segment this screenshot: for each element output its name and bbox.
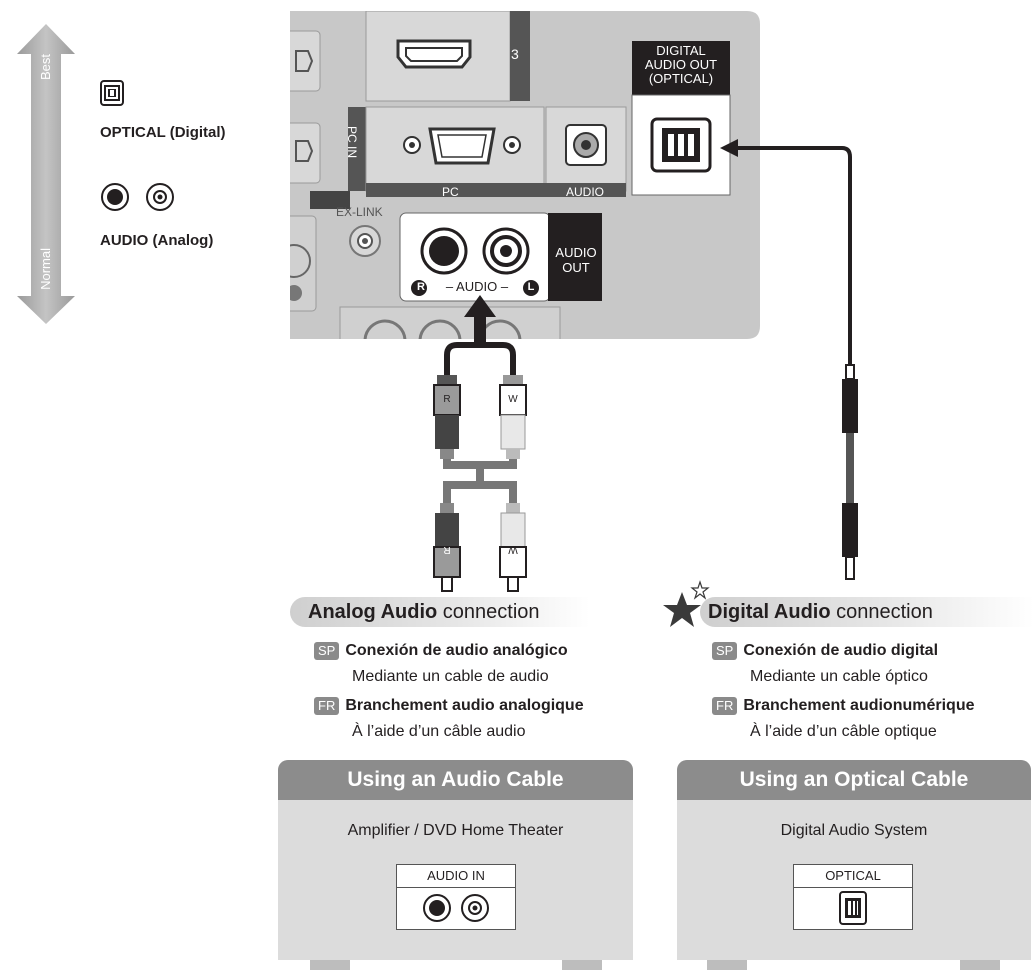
pc-in-label: PC IN bbox=[345, 126, 359, 159]
rca-plug-r-lower bbox=[433, 503, 461, 592]
analog-fr-title: Branchement audio analogique bbox=[345, 697, 584, 714]
digital-device-name: Digital Audio System bbox=[780, 822, 928, 839]
ex-link-label: EX-LINK bbox=[336, 205, 383, 219]
cable-diagram bbox=[433, 139, 858, 592]
fr-badge: FR bbox=[712, 697, 738, 715]
audio-out-mid-label: – AUDIO – bbox=[445, 279, 509, 294]
analog-fr-sub: À l’aide d’un câble audio bbox=[352, 723, 526, 740]
analog-sp-title: Conexión de audio analógico bbox=[345, 642, 568, 659]
digital-fr-title: Branchement audionumérique bbox=[743, 697, 975, 714]
analog-title-pill bbox=[290, 597, 590, 627]
audio-in-label: AUDIO IN bbox=[397, 865, 515, 888]
digital-box-foot-left bbox=[707, 960, 747, 970]
digital-sp-title: Conexión de audio digital bbox=[743, 642, 939, 659]
analog-device-name: Amplifier / DVD Home Theater bbox=[347, 822, 564, 839]
analog-fr-row: FR Branchement audio analogique bbox=[314, 697, 584, 715]
rca-jack-icon bbox=[101, 183, 174, 211]
optical-arrow-icon bbox=[720, 139, 738, 157]
sp-badge: SP bbox=[712, 642, 738, 660]
plug-w-lower-label: W bbox=[508, 544, 518, 555]
plug-w-upper-label: W bbox=[508, 394, 518, 405]
audio-r-badge: R bbox=[417, 281, 425, 293]
plug-r-upper-label: R bbox=[443, 394, 451, 405]
digital-title-pill bbox=[700, 597, 1034, 627]
quality-scale-arrow bbox=[17, 24, 75, 324]
pc-label: PC bbox=[442, 185, 459, 199]
analog-device-box: Using an Audio Cable Amplifier / DVD Hom… bbox=[278, 760, 633, 960]
sp-badge: SP bbox=[314, 642, 340, 660]
fr-badge: FR bbox=[314, 697, 340, 715]
quality-best-label: Best bbox=[38, 54, 53, 81]
legend-optical-label: OPTICAL (Digital) bbox=[100, 124, 226, 141]
digital-fr-row: FR Branchement audionumérique bbox=[712, 697, 975, 715]
legend-audio-label: AUDIO (Analog) bbox=[100, 232, 214, 249]
analog-box-foot-right bbox=[562, 960, 602, 970]
analog-sp-row: SP Conexión de audio analógico bbox=[314, 642, 568, 660]
audio-in-jacks-icon bbox=[423, 894, 489, 922]
digital-connection-title: Digital Audio connection bbox=[708, 601, 933, 623]
optical-in-port-frame: OPTICAL bbox=[793, 864, 913, 930]
digital-audio-out-label: DIGITAL AUDIO OUT (OPTICAL) bbox=[644, 43, 718, 86]
analog-connection-title: Analog Audio connection bbox=[308, 601, 540, 623]
hdmi-number-label: 3 bbox=[511, 46, 519, 62]
audio-l-badge: L bbox=[527, 281, 535, 293]
digital-box-title: Using an Optical Cable bbox=[677, 760, 1031, 800]
rca-plug-r-upper bbox=[433, 375, 461, 459]
optical-port-icon bbox=[100, 80, 124, 106]
audio-in-port-frame: AUDIO IN bbox=[396, 864, 516, 930]
optical-in-port-icon bbox=[839, 891, 867, 925]
rca-plug-w-lower bbox=[499, 503, 527, 592]
analog-box-title: Using an Audio Cable bbox=[278, 760, 633, 800]
optical-in-label: OPTICAL bbox=[794, 865, 912, 888]
digital-sp-sub: Mediante un cable óptico bbox=[750, 668, 928, 685]
quality-normal-label: Normal bbox=[38, 248, 53, 290]
analog-sp-sub: Mediante un cable de audio bbox=[352, 668, 549, 685]
star-icon bbox=[663, 580, 710, 627]
rca-plug-w-upper bbox=[499, 375, 527, 459]
plug-r-lower-label: R bbox=[443, 544, 451, 555]
tv-rear-panel bbox=[290, 11, 760, 339]
analog-box-foot-left bbox=[310, 960, 350, 970]
audio-in-panel-label: AUDIO bbox=[566, 185, 605, 199]
analog-arrow-icon bbox=[464, 295, 496, 345]
digital-fr-sub: À l’aide d’un câble optique bbox=[750, 723, 937, 740]
digital-sp-row: SP Conexión de audio digital bbox=[712, 642, 938, 660]
digital-box-foot-right bbox=[960, 960, 1000, 970]
digital-device-box: Using an Optical Cable Digital Audio Sys… bbox=[677, 760, 1031, 960]
